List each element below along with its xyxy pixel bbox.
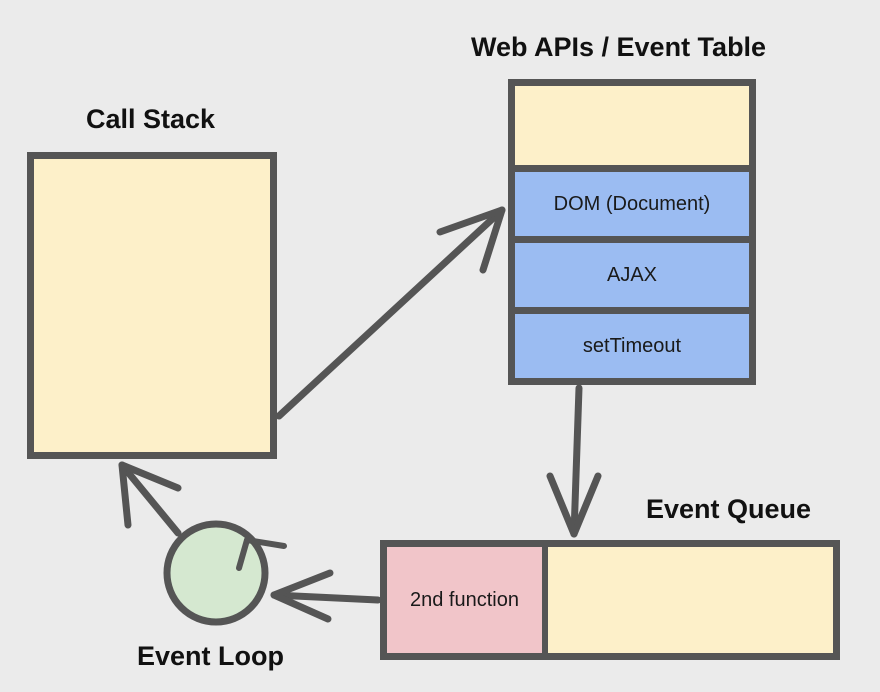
web-api-item-ajax: AJAX <box>515 243 749 308</box>
event-loop-tick-handle <box>236 537 250 571</box>
arrow-queue-to-loop <box>270 591 382 604</box>
web-api-item-settimeout: setTimeout <box>515 314 749 378</box>
arrow-queue-to-loop-head <box>270 569 334 623</box>
call-stack-title: Call Stack <box>86 104 216 134</box>
queue-item-2nd-function: 2nd function <box>387 547 542 653</box>
arrow-stack-to-webapis <box>275 206 506 420</box>
event-loop-title: Event Loop <box>137 641 284 671</box>
event-loop-icon <box>163 520 269 626</box>
web-api-empty-slot <box>515 86 749 166</box>
web-apis-title: Web APIs / Event Table <box>471 32 767 62</box>
event-queue-box: 2nd function <box>380 540 840 660</box>
queue-empty-slot <box>548 547 833 653</box>
web-apis-box: DOM (Document) AJAX setTimeout <box>508 79 756 385</box>
event-queue-title: Event Queue <box>646 494 812 524</box>
event-loop-tick-bar <box>244 537 287 549</box>
arrow-loop-to-stack-head <box>118 461 182 529</box>
arrow-stack-to-webapis-head <box>436 206 506 274</box>
call-stack-box <box>27 152 277 459</box>
web-api-item-dom: DOM (Document) <box>515 172 749 237</box>
arrow-loop-to-stack <box>118 461 182 537</box>
arrow-webapis-to-queue <box>570 384 583 538</box>
arrow-webapis-to-queue-head <box>546 472 602 538</box>
